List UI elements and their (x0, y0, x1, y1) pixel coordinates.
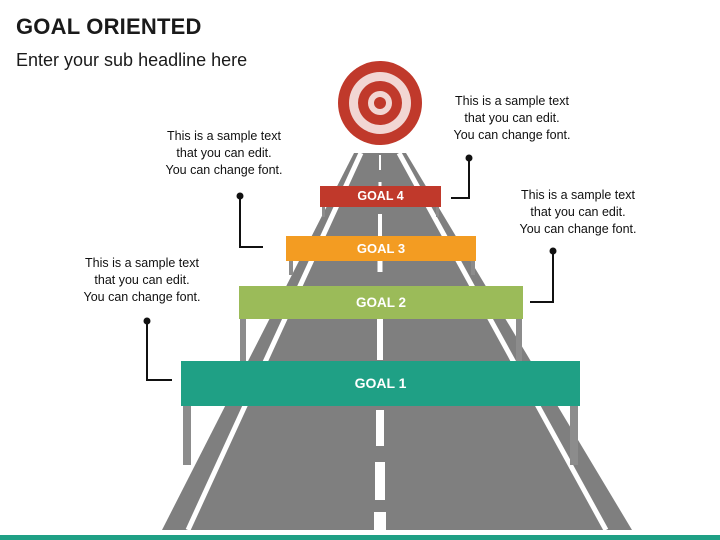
note-line: You can change font. (453, 128, 571, 142)
goal-2-label: GOAL 2 (355, 295, 406, 310)
note-line: This is a sample text (521, 188, 635, 202)
page-subtitle: Enter your sub headline here (16, 50, 248, 70)
goal-1-label: GOAL 1 (354, 375, 407, 391)
note-goal-3: This is a sample text that you can edit.… (124, 128, 324, 179)
goal-2-sign (239, 286, 523, 362)
goal-3-sign (286, 236, 476, 275)
note-line: You can change font. (83, 290, 201, 304)
road-edge-line-left (185, 151, 364, 532)
note-line: This is a sample text (167, 129, 281, 143)
note-line: This is a sample text (455, 94, 569, 108)
note-goal-2: This is a sample text that you can edit.… (478, 187, 678, 238)
road-edge-line-right (396, 151, 609, 532)
goal-4-sign (320, 186, 441, 217)
goal-3-label: GOAL 3 (356, 241, 406, 256)
bottom-accent-bar (0, 535, 720, 540)
goal-4-label: GOAL 4 (357, 189, 404, 203)
note-line: that you can edit. (530, 205, 626, 219)
target-icon (338, 61, 422, 145)
callout-dots (143, 154, 557, 325)
callout-connectors (146, 158, 554, 381)
note-line: that you can edit. (464, 111, 560, 125)
note-line: that you can edit. (94, 273, 190, 287)
note-line: that you can edit. (176, 146, 272, 160)
note-goal-1: This is a sample text that you can edit.… (42, 255, 242, 306)
note-goal-4: This is a sample text that you can edit.… (412, 93, 612, 144)
note-line: This is a sample text (85, 256, 199, 270)
goal-1-sign (181, 361, 580, 465)
page-title: GOAL ORIENTED (16, 14, 202, 39)
note-line: You can change font. (165, 163, 283, 177)
road-surface (162, 153, 632, 530)
note-line: You can change font. (519, 222, 637, 236)
